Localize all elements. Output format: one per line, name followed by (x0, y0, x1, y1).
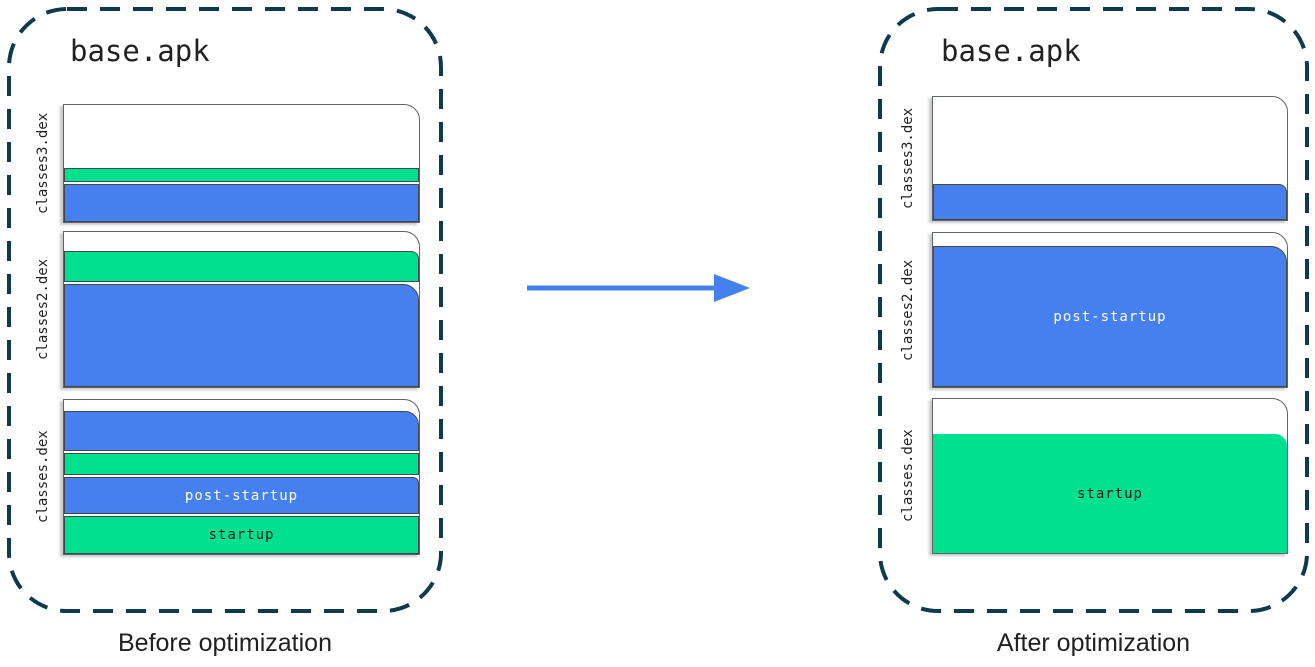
file-label-classes3-dex: classes3.dex (900, 107, 916, 210)
right-arrow-icon (527, 274, 750, 302)
before-panel: base.apk classes3.dex classes2.dex class… (6, 6, 444, 614)
before-caption: Before optimization (117, 629, 332, 657)
segment-startup: startup (64, 516, 419, 554)
after-panel: base.apk classes3.dex classes2.dex post-… (877, 6, 1310, 614)
segment-post-startup (933, 184, 1287, 220)
segment-label: startup (1076, 485, 1143, 502)
dex-page-classes2 (63, 231, 420, 388)
segment-startup: startup (933, 434, 1287, 553)
file-label-classes2-dex: classes2.dex (900, 259, 916, 361)
segment-startup (64, 453, 419, 475)
dex-page-classes: startup (932, 398, 1288, 554)
file-label-classes2-dex: classes2.dex (35, 258, 51, 361)
apk-title: base.apk (70, 34, 210, 68)
segment-post-startup: post-startup (64, 477, 419, 514)
segment-startup (64, 168, 419, 182)
segment-label: post-startup (1053, 308, 1167, 325)
apk-dashed-boundary (7, 7, 443, 613)
segment-label: post-startup (184, 487, 299, 504)
dex-page-classes3 (63, 104, 420, 223)
apk-dashed-boundary (878, 7, 1309, 613)
segment-post-startup (64, 284, 419, 387)
dex-page-classes2: post-startup (932, 232, 1288, 388)
dex-page-classes: post-startup startup (63, 399, 420, 555)
dex-page-classes3 (932, 96, 1288, 221)
segment-post-startup (64, 411, 419, 451)
apk-title: base.apk (941, 34, 1081, 68)
segment-post-startup: post-startup (933, 246, 1287, 387)
file-label-classes-dex: classes.dex (35, 430, 51, 524)
file-label-classes3-dex: classes3.dex (35, 112, 51, 215)
segment-startup (64, 251, 419, 282)
segment-label: startup (208, 527, 275, 543)
segment-post-startup (64, 184, 419, 222)
after-caption: After optimization (996, 629, 1191, 657)
file-label-classes-dex: classes.dex (900, 429, 916, 523)
